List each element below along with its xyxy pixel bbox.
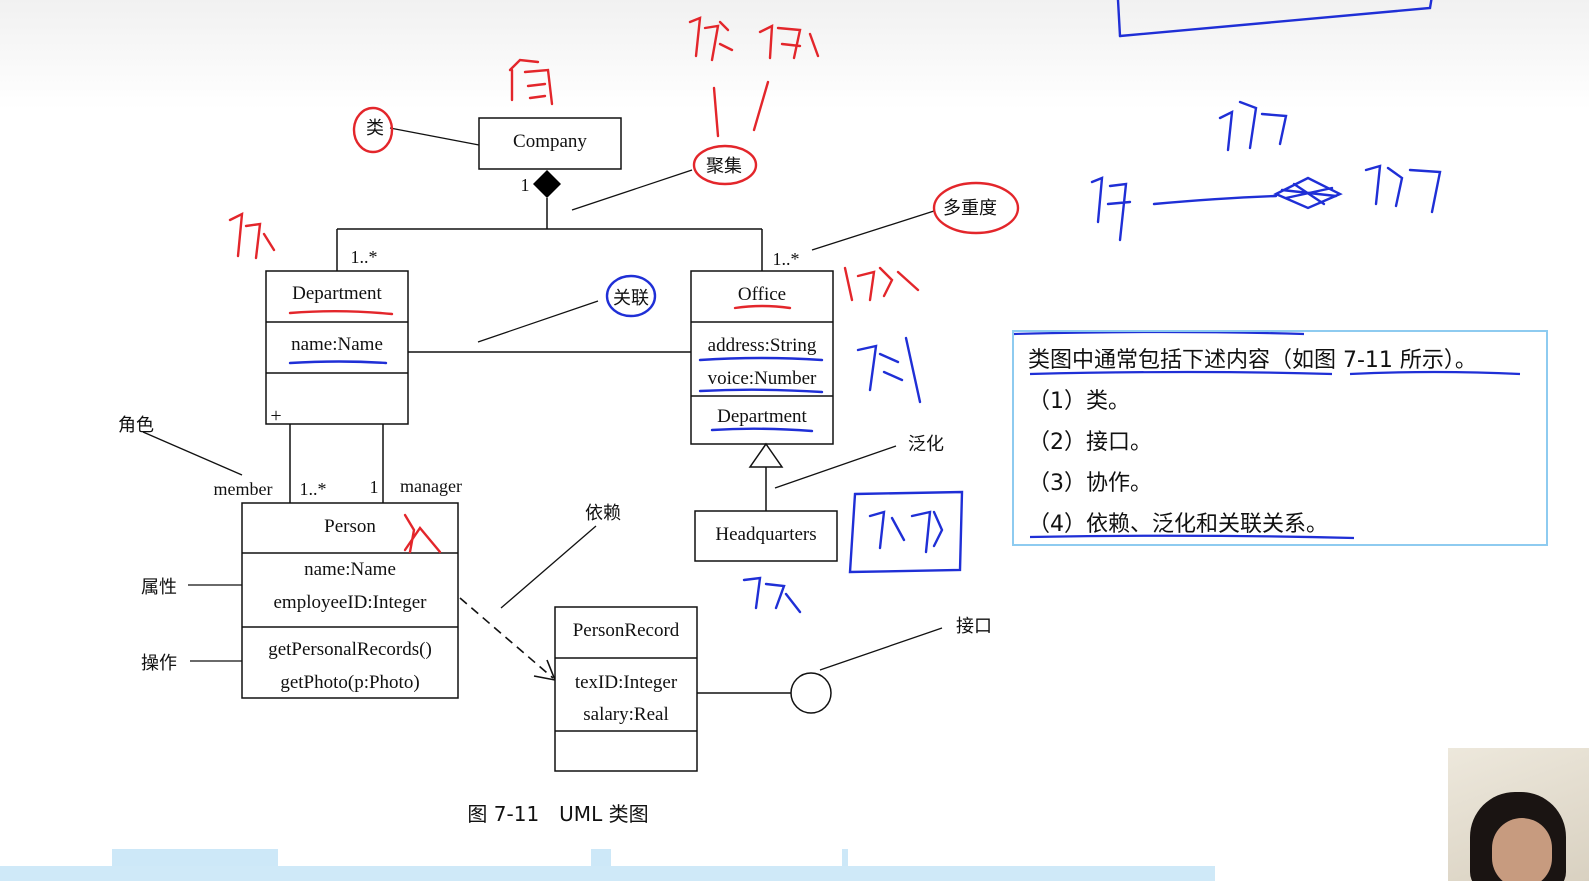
class-department: Department name:Name <box>265 270 409 425</box>
bottom-highlight-1 <box>112 849 278 866</box>
class-company: Company <box>478 117 622 170</box>
annotation-aggregation: 聚集 <box>706 156 742 177</box>
class-person-name: Person <box>324 516 376 537</box>
multiplicity-office: 1..* <box>773 249 800 269</box>
multiplicity-manager: 1 <box>370 477 379 497</box>
annotation-attribute: 属性 <box>141 577 177 598</box>
summary-textbox: 类图中通常包括下述内容（如图 7-11 所示）。 （1）类。 （2）接口。 （3… <box>1012 330 1548 546</box>
class-personrecord-attribute-2: salary:Real <box>583 704 668 725</box>
textbox-ink <box>1014 332 1521 540</box>
webcam-overlay <box>1448 748 1589 881</box>
aggregation-connector <box>336 170 763 271</box>
textbox-line-2: （1）类。 <box>1028 389 1130 414</box>
textbox-line-1: 类图中通常包括下述内容（如图 7-11 所示）。 <box>1028 348 1477 373</box>
multiplicity-company: 1 <box>521 175 530 195</box>
multiplicity-department: 1..* <box>351 247 378 267</box>
role-member: member <box>214 479 273 499</box>
annotation-generalization: 泛化 <box>908 434 944 455</box>
generalization-connector <box>748 442 784 511</box>
annotation-dependency: 依赖 <box>585 503 621 524</box>
class-person-attribute-1: name:Name <box>304 559 396 580</box>
class-office-department: Department <box>717 406 807 427</box>
class-office-attribute-1: address:String <box>708 335 817 356</box>
class-office: Office address:String voice:Number Depar… <box>690 270 834 445</box>
class-department-name: Department <box>292 283 382 304</box>
webcam-person-face <box>1492 818 1552 881</box>
role-manager: manager <box>400 476 462 496</box>
class-person-attribute-2: employeeID:Integer <box>274 592 428 613</box>
annotation-class: 类 <box>366 118 384 139</box>
blue-ink-annotations <box>288 0 1442 614</box>
class-person-operation-1: getPersonalRecords() <box>268 639 432 660</box>
annotation-association: 关联 <box>613 288 649 309</box>
class-office-name: Office <box>738 284 786 305</box>
annotation-multiplicity: 多重度 <box>943 198 997 219</box>
figure-caption: 图 7-11 UML 类图 <box>467 802 648 826</box>
interface-lollipop <box>697 672 832 714</box>
bottom-highlight-2 <box>591 849 611 866</box>
dependency-arrow <box>459 597 557 682</box>
bottom-highlight-3 <box>842 849 848 866</box>
class-personrecord: PersonRecord texID:Integer salary:Real <box>554 606 698 772</box>
class-person: Person name:Name employeeID:Integer getP… <box>241 502 459 699</box>
textbox-line-5: （4）依赖、泛化和关联关系。 <box>1028 512 1328 537</box>
class-person-operation-2: getPhoto(p:Photo) <box>280 672 419 693</box>
visibility-plus: + <box>270 405 281 427</box>
annotation-leaders <box>142 127 943 671</box>
annotation-role: 角色 <box>118 415 154 436</box>
multiplicity-member: 1..* <box>300 479 327 499</box>
class-personrecord-attribute-1: texID:Integer <box>575 672 678 693</box>
annotation-operation: 操作 <box>141 653 177 674</box>
textbox-line-3: （2）接口。 <box>1028 430 1152 455</box>
class-headquarters: Headquarters <box>694 510 838 562</box>
textbox-line-4: （3）协作。 <box>1028 471 1152 496</box>
bottom-bar <box>0 866 1215 881</box>
class-headquarters-name: Headquarters <box>715 524 816 545</box>
class-company-name: Company <box>513 131 587 152</box>
class-office-attribute-2: voice:Number <box>708 368 817 389</box>
class-department-attribute: name:Name <box>291 334 383 355</box>
annotation-interface: 接口 <box>956 616 992 637</box>
class-personrecord-name: PersonRecord <box>573 620 680 641</box>
